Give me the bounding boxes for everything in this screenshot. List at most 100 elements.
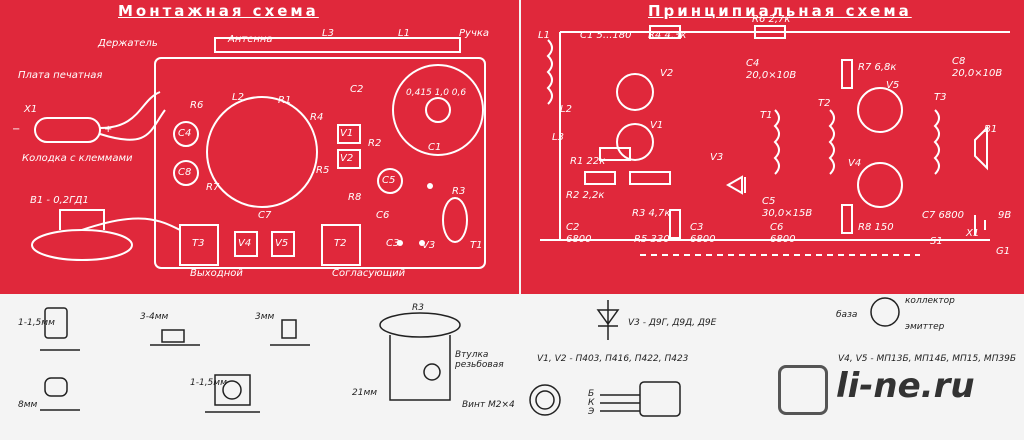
label-t2: T2 xyxy=(334,238,347,249)
capacitor-part xyxy=(44,307,68,339)
label-l2: L2 xyxy=(232,92,244,103)
resistor-part xyxy=(161,329,185,343)
label-circuit-c6-value: 6800 xyxy=(770,234,796,245)
label-circuit-l2: L2 xyxy=(560,104,572,115)
label-circuit-r2: R2 2,2к xyxy=(566,190,605,201)
label-v1: V1 xyxy=(340,128,354,139)
transistor-leads xyxy=(600,394,640,412)
coil-l1 xyxy=(546,39,553,105)
label-r5: R5 xyxy=(316,165,330,176)
dim-label: 8мм xyxy=(18,400,38,410)
resistor-r1 xyxy=(599,147,631,161)
cap-c5 xyxy=(377,168,403,194)
label-circuit-c5-value: 30,0×15В xyxy=(762,208,813,219)
label-c1: C1 xyxy=(428,142,442,153)
label-r4: R4 xyxy=(310,112,324,123)
variable-capacitor-part xyxy=(389,335,451,401)
component-part xyxy=(281,319,297,339)
label-l1: L1 xyxy=(398,28,410,39)
transistor-v1-symbol xyxy=(616,123,654,161)
transistor-v5 xyxy=(271,231,295,257)
ferrite-rod xyxy=(214,37,461,53)
pad xyxy=(427,183,433,189)
label-r8: R8 xyxy=(348,192,362,203)
transistor-v1 xyxy=(337,124,361,144)
label-terminal-block: Колодка с клеммами xyxy=(22,153,133,164)
dim-label: 21мм xyxy=(352,388,378,398)
transistor-part xyxy=(44,377,68,397)
pad xyxy=(419,240,425,246)
label-circuit-c8-value: 20,0×10В xyxy=(952,68,1003,79)
label-emitter: эмиттер xyxy=(905,322,945,332)
battery-symbol xyxy=(974,215,986,235)
label-v5: V5 xyxy=(275,238,289,249)
label-speaker: В1 - 0,2ГД1 xyxy=(30,195,89,206)
label-circuit-t3: T3 xyxy=(934,92,947,103)
transistor-can-side xyxy=(639,381,681,417)
label-circuit-c8: C8 xyxy=(952,56,966,67)
transistor-v4 xyxy=(234,231,258,257)
label-c2: C2 xyxy=(350,84,364,95)
label-r1: R1 xyxy=(278,95,292,106)
label-collector: коллектор xyxy=(905,296,955,306)
resistor-r7 xyxy=(841,59,853,89)
resistor-r4 xyxy=(649,25,681,39)
pin-e: Э xyxy=(588,407,595,417)
label-circuit-v2: V2 xyxy=(660,68,674,79)
label-circuit-c4-value: 20,0×10В xyxy=(746,70,797,81)
label-circuit-t1: T1 xyxy=(760,110,773,121)
label-circuit-r6: R6 2,7к xyxy=(752,14,791,25)
resistor-r3 xyxy=(629,171,671,185)
tuning-dial xyxy=(392,64,484,156)
trimmer-knob xyxy=(222,380,242,400)
label-l3: L3 xyxy=(322,28,334,39)
label-circuit-c2: C2 xyxy=(566,222,580,233)
wire-3 xyxy=(81,217,181,231)
dim-label: 3-4мм xyxy=(140,312,169,322)
label-circuit-v3: V3 xyxy=(710,152,724,163)
pad xyxy=(397,240,403,246)
label-circuit-r7: R7 6,8к xyxy=(858,62,897,73)
transistor-symbol xyxy=(870,297,900,327)
label-circuit-b1: B1 xyxy=(984,124,998,135)
label-circuit-g1: G1 xyxy=(996,246,1011,257)
transistor-v2-symbol xyxy=(616,73,654,111)
label-r7: R7 xyxy=(206,182,220,193)
diode-symbol xyxy=(596,300,620,340)
dim-label: 1-1,5мм xyxy=(190,378,227,388)
label-t1: T1 xyxy=(470,240,483,251)
label-r2: R2 xyxy=(368,138,382,149)
transistor-can-top xyxy=(529,384,561,416)
label-circuit-9v: 9В xyxy=(998,210,1012,221)
transformer-t2 xyxy=(321,224,361,266)
label-circuit-x1: X1 xyxy=(966,228,980,239)
wire-1 xyxy=(99,91,161,129)
watermark-logo-icon xyxy=(778,365,828,415)
transistor-can-inner xyxy=(535,390,555,410)
dim-label: 3мм xyxy=(255,312,275,322)
label-r6: R6 xyxy=(190,100,204,111)
resistor-r2 xyxy=(584,171,616,185)
label-circuit-c7: C7 6800 xyxy=(922,210,964,221)
label-base: база xyxy=(836,310,858,320)
transistor-v4-symbol xyxy=(857,162,903,208)
label-c6: C6 xyxy=(376,210,390,221)
cap-c8 xyxy=(173,160,199,186)
pin-b: Б xyxy=(588,389,595,399)
label-holder: Держатель xyxy=(98,38,158,49)
label-c3: C3 xyxy=(386,238,400,249)
label-output: Выходной xyxy=(190,268,243,279)
label-circuit-c5: C5 xyxy=(762,196,776,207)
label-circuit-c4: C4 xyxy=(746,58,760,69)
label-circuit-v1: V1 xyxy=(650,120,664,131)
label-c8: C8 xyxy=(178,167,192,178)
coil-t1 xyxy=(442,197,468,243)
transistor-v2 xyxy=(337,149,361,169)
dim-label-r3: R3 xyxy=(412,303,424,313)
label-v2: V2 xyxy=(340,153,354,164)
tuning-knob-part xyxy=(379,312,461,338)
label-c7: C7 xyxy=(258,210,272,221)
resistor-r5 xyxy=(669,209,681,239)
